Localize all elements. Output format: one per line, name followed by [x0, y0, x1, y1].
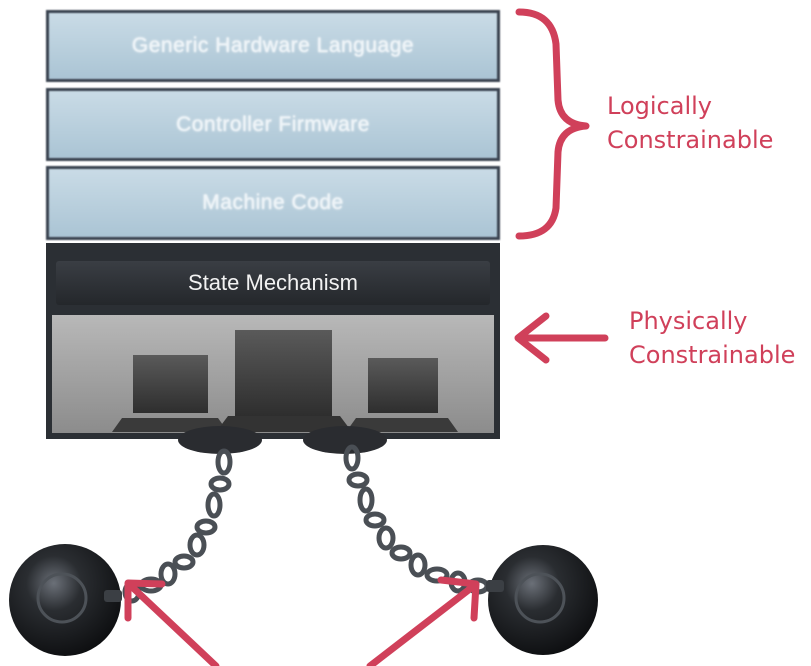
- label-line: Logically: [607, 92, 712, 120]
- physically-constrainable-label: Physically Constrainable: [629, 304, 795, 372]
- ball-arrow-right-icon: [366, 576, 480, 666]
- label-line: Constrainable: [629, 341, 796, 369]
- layer-label: Generic Hardware Language: [131, 34, 415, 57]
- layer-label: Machine Code: [202, 191, 344, 214]
- physical-arrow-icon: [514, 312, 609, 364]
- ball-arrow-left-icon: [124, 579, 220, 666]
- layer-generic-hardware-language: Generic Hardware Language: [46, 10, 500, 82]
- layer-controller-firmware: Controller Firmware: [46, 88, 500, 161]
- state-mechanism-label: State Mechanism: [188, 270, 358, 295]
- shackle-left-icon: [178, 426, 262, 454]
- brace-icon: [515, 8, 590, 240]
- layer-label: Controller Firmware: [176, 112, 370, 136]
- label-line: Constrainable: [607, 126, 774, 154]
- chain-left-icon: [122, 448, 233, 604]
- ball-right-icon: [486, 545, 598, 655]
- shackle-right-icon: [303, 426, 387, 454]
- label-line: Physically: [629, 307, 748, 335]
- layer-machine-code: Machine Code: [46, 166, 500, 240]
- hardware-unit-right-icon: [346, 358, 458, 432]
- hardware-unit-left-icon: [112, 355, 228, 432]
- ball-left-icon: [9, 544, 122, 656]
- chain-right-icon: [343, 444, 490, 595]
- logically-constrainable-label: Logically Constrainable: [607, 89, 773, 157]
- hardware-unit-center-icon: [216, 330, 352, 432]
- state-mechanism-header: State Mechanism: [56, 261, 490, 305]
